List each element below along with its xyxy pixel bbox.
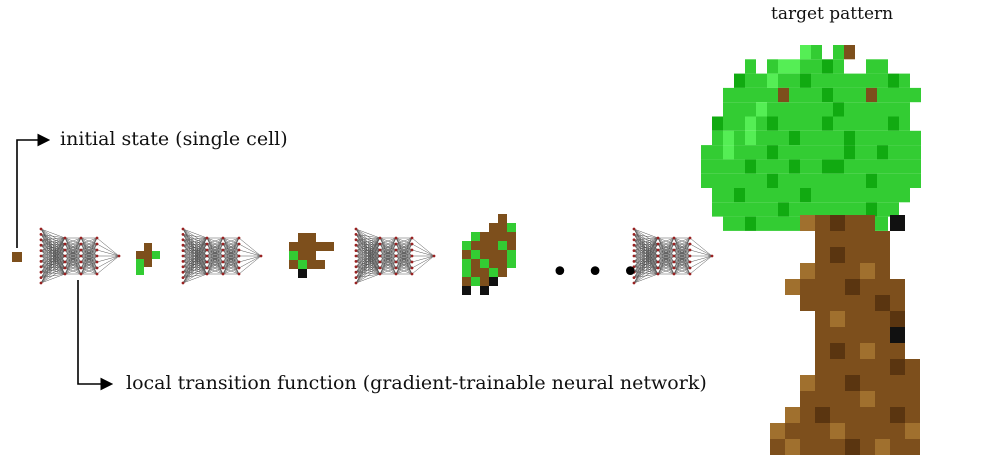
initial-state-arrow	[16, 133, 51, 248]
neural-network-1	[39, 227, 121, 285]
initial-cell	[12, 252, 22, 262]
target-pattern-tree	[701, 45, 921, 455]
neural-network-3	[354, 227, 436, 285]
continuation-dots: • • •	[551, 255, 644, 290]
growth-state-3	[462, 214, 516, 295]
neural-network-4	[632, 227, 714, 285]
growth-state-2	[289, 233, 334, 278]
growth-state-1	[136, 243, 160, 275]
transition-function-arrow	[77, 280, 114, 391]
neural-network-2	[181, 227, 263, 285]
transition-function-label: local transition function (gradient-trai…	[126, 372, 707, 394]
target-pattern-title: target pattern	[771, 4, 894, 24]
initial-state-label: initial state (single cell)	[60, 128, 288, 150]
